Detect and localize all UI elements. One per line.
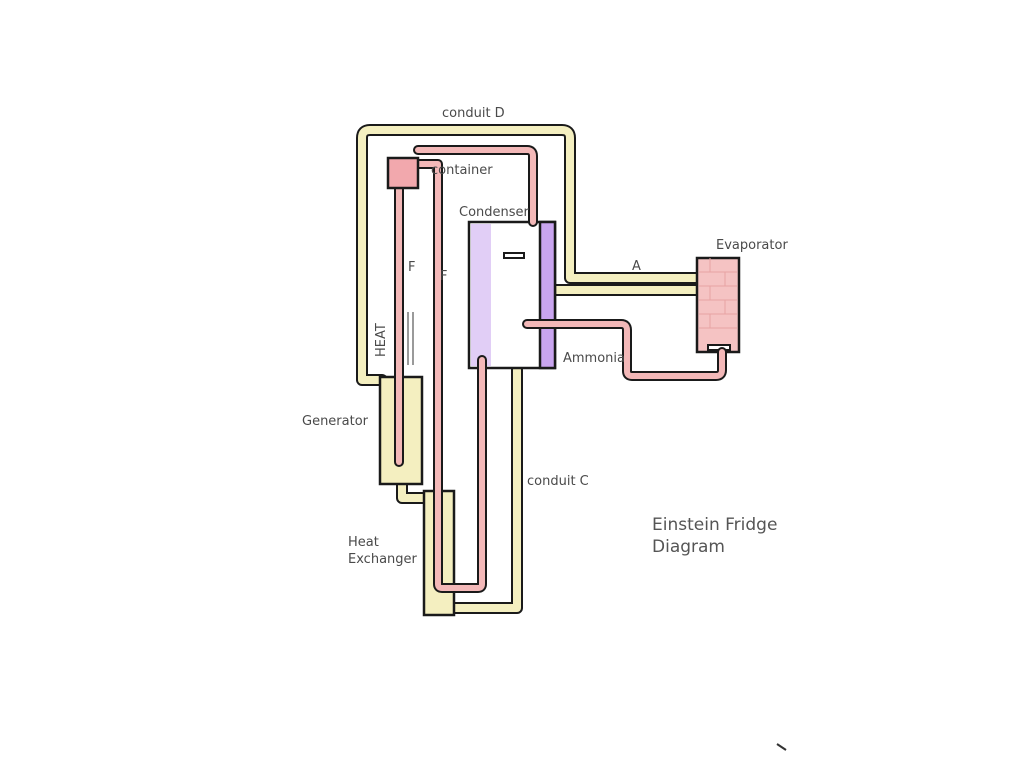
labels: conduit D container Condenser Evaporator… — [302, 106, 788, 567]
label-condenser: Condenser — [459, 205, 530, 220]
label-container: container — [431, 163, 493, 178]
condenser-left-band — [471, 224, 491, 366]
stray-mark — [776, 743, 787, 751]
diagram-title-line2: Diagram — [652, 537, 725, 557]
label-heat: HEAT — [374, 323, 389, 357]
pink-pipes — [386, 145, 727, 593]
label-conduit-c: conduit C — [527, 474, 589, 489]
label-conduit-d: conduit D — [442, 106, 505, 121]
label-f-right: F — [440, 269, 447, 284]
condenser-nozzle — [503, 252, 525, 259]
label-evaporator: Evaporator — [716, 238, 788, 253]
label-heat-exchanger-1: Heat — [348, 535, 379, 550]
container-box — [386, 156, 420, 190]
label-heat-exchanger-2: Exchanger — [348, 552, 418, 567]
evaporator-brick-texture — [699, 258, 737, 329]
diagram-title-line1: Einstein Fridge — [652, 515, 777, 535]
label-f-left: F — [408, 260, 415, 275]
label-ammonia: Ammonia — [563, 351, 625, 366]
condenser-right-band — [538, 220, 557, 370]
label-generator: Generator — [302, 414, 369, 429]
label-a: A — [632, 259, 641, 274]
heat-marks — [407, 312, 414, 365]
